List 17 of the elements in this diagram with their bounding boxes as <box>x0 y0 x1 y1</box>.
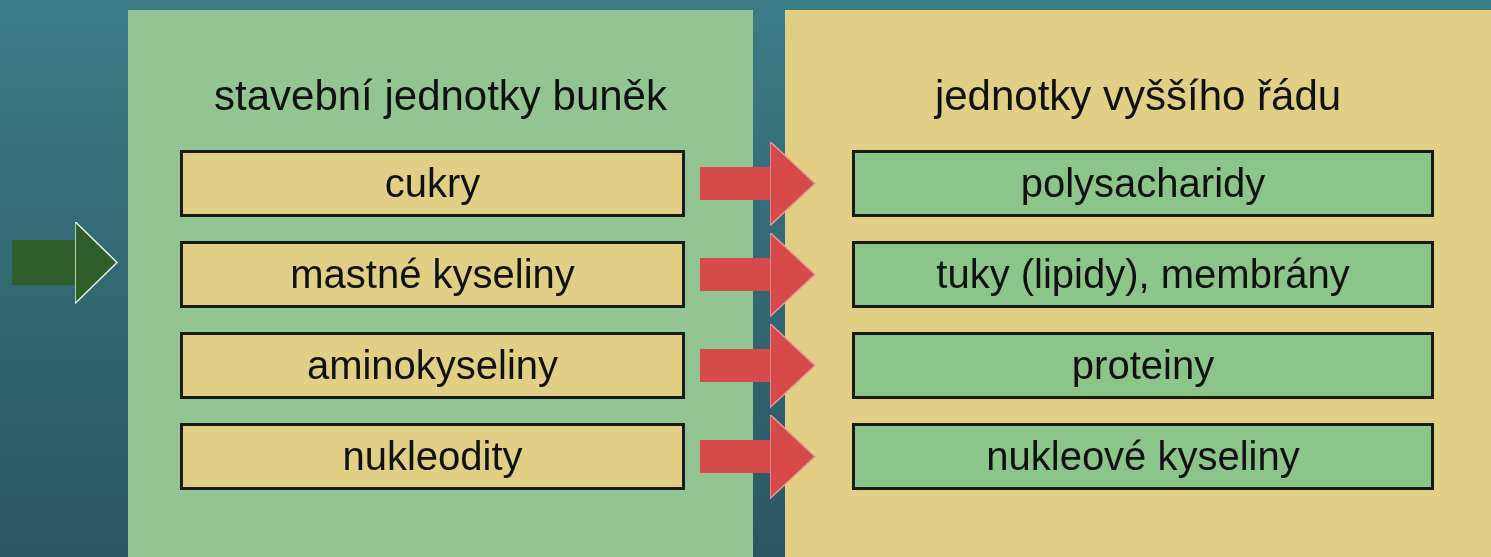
item-box: tuky (lipidy), membrány <box>852 241 1434 308</box>
item-box: mastné kyseliny <box>180 241 685 308</box>
panel-heading: jednotky vyššího řádu <box>933 72 1343 120</box>
block-arrow <box>700 322 816 409</box>
block-arrow <box>12 220 118 305</box>
group-panel <box>128 10 753 557</box>
item-box: nukleodity <box>180 423 685 490</box>
item-box: aminokyseliny <box>180 332 685 399</box>
item-box: nukleové kyseliny <box>852 423 1434 490</box>
block-arrow <box>700 140 816 227</box>
block-arrow <box>700 413 816 500</box>
block-arrow <box>700 231 816 318</box>
item-box: polysacharidy <box>852 150 1434 217</box>
group-panel <box>785 10 1491 557</box>
item-box: cukry <box>180 150 685 217</box>
item-box: proteiny <box>852 332 1434 399</box>
panel-heading: stavební jednotky buněk <box>213 72 668 120</box>
